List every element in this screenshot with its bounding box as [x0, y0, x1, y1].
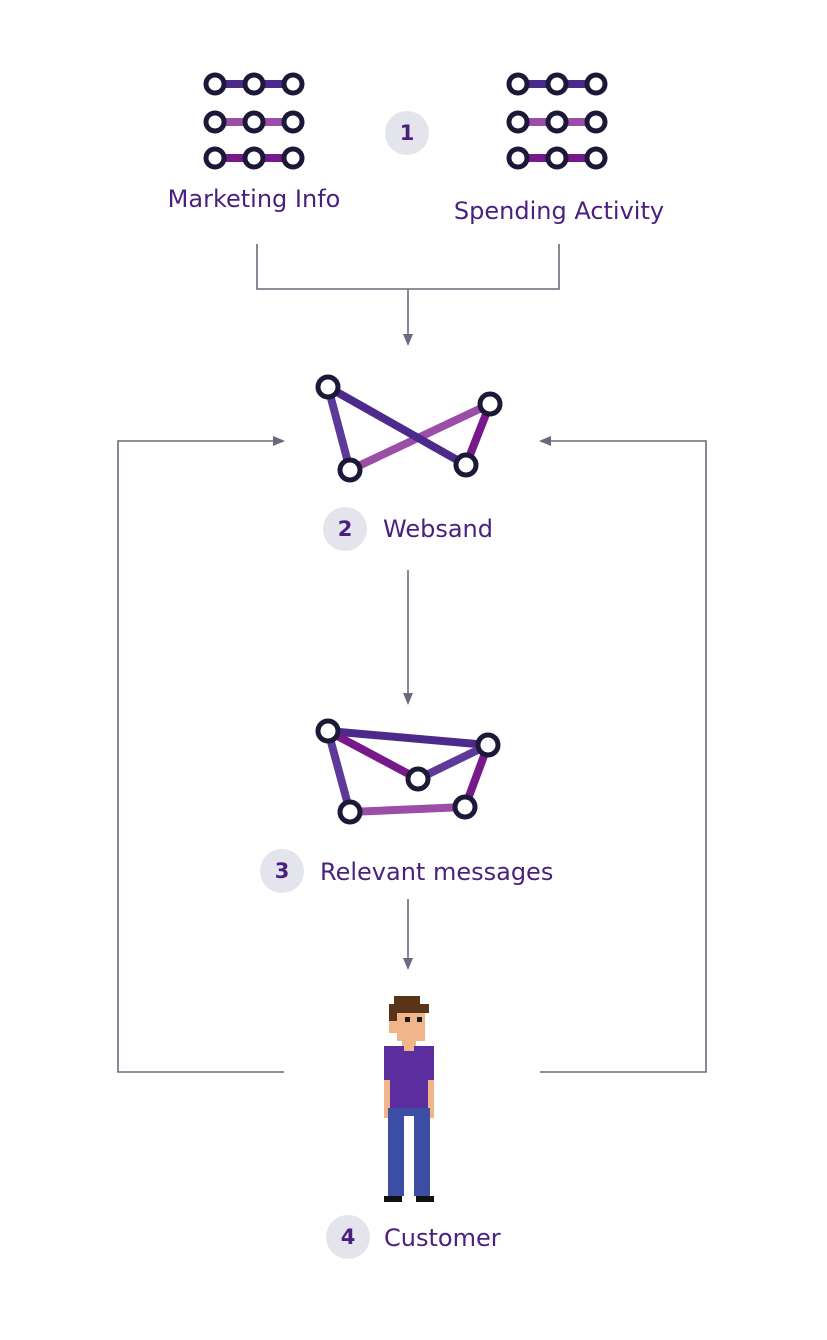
edge-customer-to-websand-left — [117, 436, 285, 1073]
spending-activity-icon — [506, 72, 608, 170]
step-badge-1: 1 — [385, 111, 429, 155]
step-badge-4: 4 — [326, 1215, 370, 1259]
websand-label: Websand — [383, 515, 493, 543]
step-badge-2: 2 — [323, 507, 367, 551]
websand-icon — [315, 374, 503, 483]
marketing-info-icon — [203, 72, 305, 170]
spending-activity-label: Spending Activity — [454, 197, 664, 225]
step-number: 1 — [400, 121, 415, 145]
step-number: 3 — [275, 859, 290, 883]
relevant-messages-icon — [315, 718, 501, 825]
customer-icon — [384, 996, 434, 1202]
edge-customer-to-websand-right — [539, 436, 707, 1073]
relevant-messages-label: Relevant messages — [320, 858, 553, 886]
step-number: 4 — [341, 1225, 356, 1249]
customer-label: Customer — [384, 1224, 501, 1252]
step-badge-3: 3 — [260, 849, 304, 893]
step-number: 2 — [338, 517, 353, 541]
edge-sources-to-websand — [256, 244, 560, 344]
marketing-info-label: Marketing Info — [168, 185, 341, 213]
